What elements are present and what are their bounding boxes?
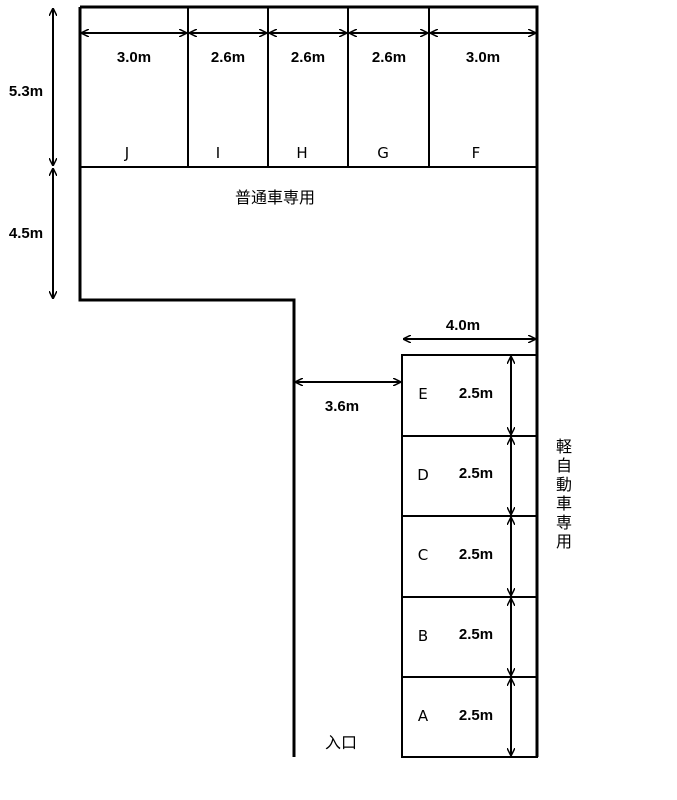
- kei-note-char: 軽: [556, 437, 572, 456]
- space-id-label: I: [216, 144, 220, 162]
- space-length-label: 2.5m: [459, 385, 493, 402]
- kei-car-spaces: 4.0m 3.6m E D C B A 2.5m 2.5m 2.5m 2.5m …: [296, 317, 572, 758]
- kei-note-char: 車: [556, 494, 572, 513]
- regular-car-spaces: 3.0m 2.6m 2.6m 2.6m 3.0m J I H G F 普通車専用: [80, 7, 537, 207]
- space-width-label: 2.6m: [211, 49, 245, 66]
- space-length-label: 2.5m: [459, 707, 493, 724]
- space-width-label: 2.6m: [372, 49, 406, 66]
- space-id-label: H: [296, 144, 307, 162]
- space-id-label: J: [124, 144, 129, 162]
- space-id-label: G: [377, 144, 389, 162]
- space-id-label: B: [418, 627, 428, 645]
- space-id-label: F: [472, 144, 481, 162]
- side-aisle-width-label: 3.6m: [325, 398, 359, 415]
- space-width-label: 2.6m: [291, 49, 325, 66]
- kei-note-char: 自: [556, 456, 572, 475]
- kei-note-char: 動: [556, 475, 572, 494]
- space-width-label: 3.0m: [117, 49, 151, 66]
- top-row-depth-label: 5.3m: [9, 83, 43, 100]
- space-length-label: 2.5m: [459, 626, 493, 643]
- left-dimensions: 5.3m 4.5m: [9, 9, 53, 298]
- entrance-label: 入口: [325, 733, 357, 752]
- side-row-depth-label: 4.0m: [446, 317, 480, 334]
- regular-car-only-note: 普通車専用: [235, 188, 315, 207]
- aisle-width-label: 4.5m: [9, 225, 43, 242]
- space-id-label: D: [417, 466, 429, 484]
- space-id-label: C: [418, 546, 428, 564]
- kei-note-char: 用: [556, 532, 572, 551]
- space-width-label: 3.0m: [466, 49, 500, 66]
- space-length-label: 2.5m: [459, 546, 493, 563]
- space-id-label: A: [418, 707, 429, 725]
- kei-note-char: 専: [556, 513, 572, 532]
- side-row-box: [401, 354, 538, 758]
- space-id-label: E: [418, 385, 427, 403]
- space-length-label: 2.5m: [459, 465, 493, 482]
